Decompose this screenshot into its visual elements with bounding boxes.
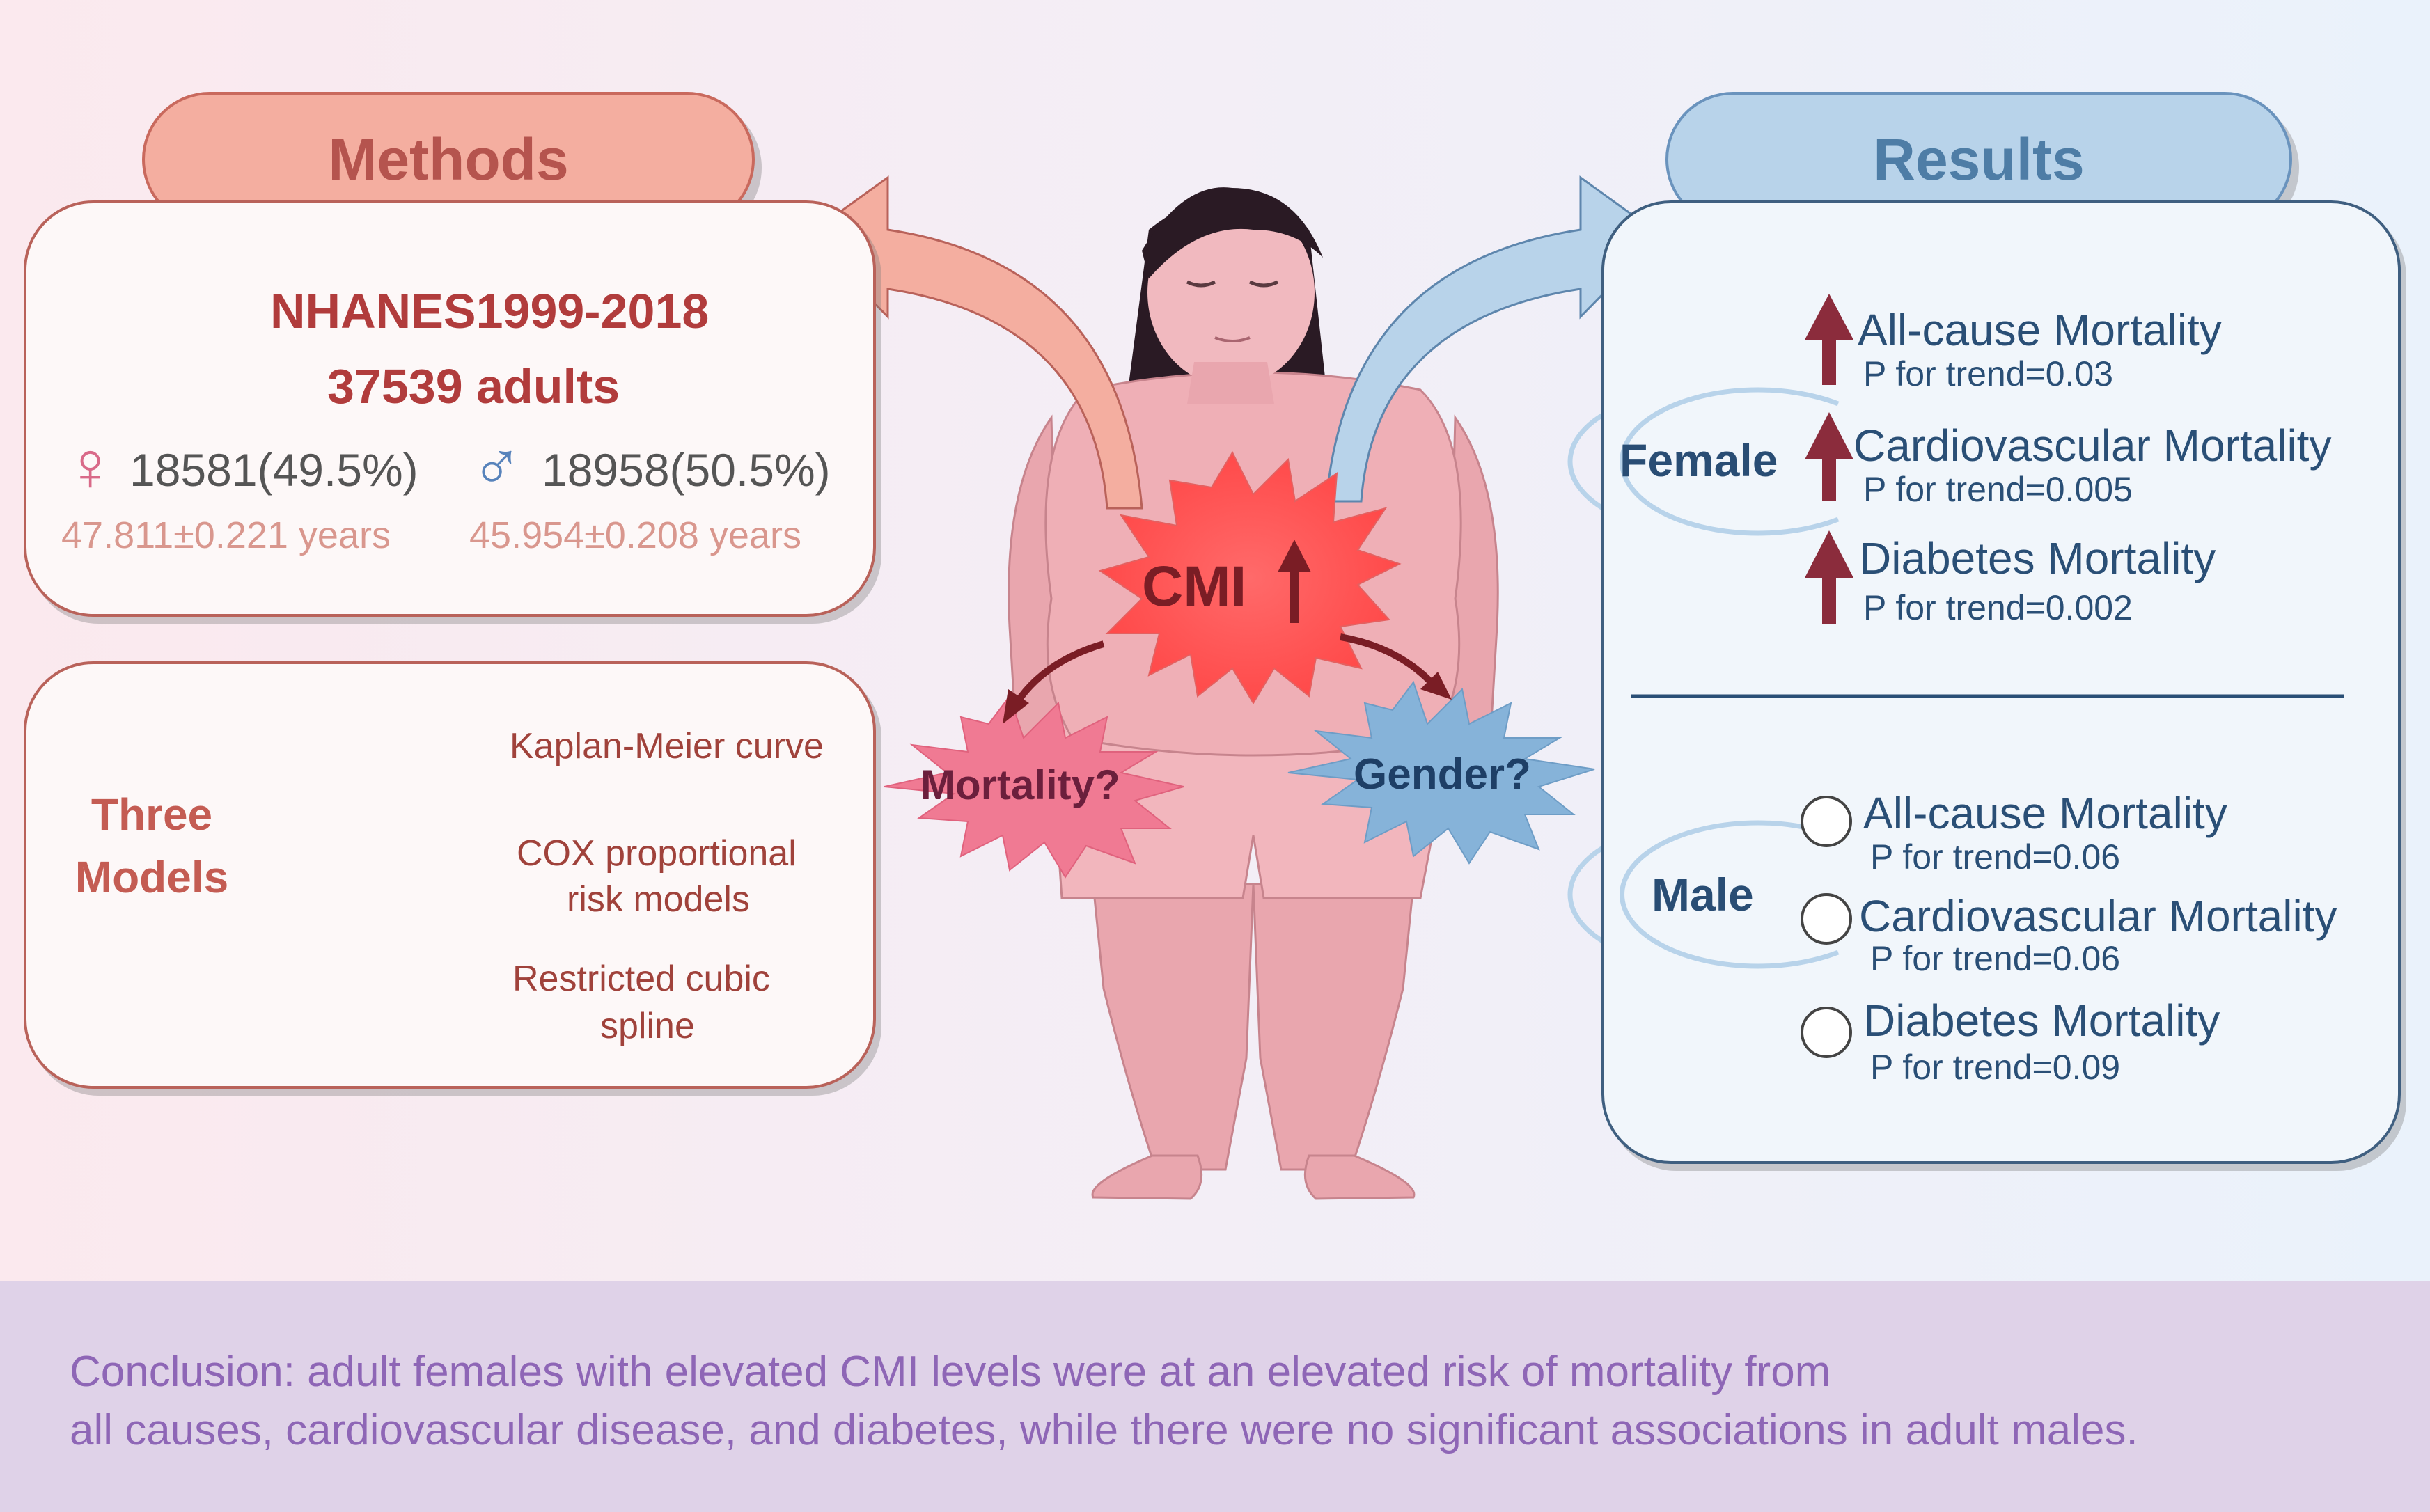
male-indicator-1 [1801, 796, 1852, 847]
female-allcause-title: All-cause Mortality [1858, 305, 2222, 355]
male-age: 45.954±0.208 years [469, 514, 801, 556]
models-label-line2: Models [75, 852, 229, 902]
female-indicator-3 [1805, 530, 1853, 624]
models-label-line1: Three [91, 789, 213, 840]
male-indicator-3 [1801, 1007, 1852, 1058]
gender-starburst [1287, 680, 1595, 865]
results-title: Results [1873, 126, 2085, 192]
results-curved-arrow [1325, 175, 1663, 503]
arrow-to-gender [1340, 633, 1437, 688]
methods-curved-arrow [806, 175, 1143, 510]
female-age: 47.811±0.221 years [61, 514, 391, 556]
model-cox-line2: risk models [567, 879, 750, 920]
female-cardio-title: Cardiovascular Mortality [1853, 420, 2332, 471]
methods-title: Methods [328, 126, 569, 192]
methods-population-box [24, 200, 876, 617]
gender-label: Gender? [1354, 750, 1531, 798]
model-cox-line1: COX proportional [517, 833, 797, 874]
male-symbol-icon: ♂ [471, 427, 523, 505]
right-foot [1303, 1154, 1416, 1200]
female-group-label: Female [1620, 434, 1778, 486]
male-allcause-p: P for trend=0.06 [1870, 837, 2121, 876]
conclusion-line2: all causes, cardiovascular disease, and … [70, 1406, 2138, 1454]
cmi-up-arrow-icon [1278, 540, 1311, 623]
hair-top [1142, 187, 1323, 278]
model-kaplan-meier: Kaplan-Meier curve [510, 726, 824, 766]
female-diabetes-p: P for trend=0.002 [1863, 588, 2133, 627]
female-diabetes-title: Diabetes Mortality [1859, 533, 2216, 583]
female-indicator-2 [1805, 412, 1853, 501]
sample-size: 37539 adults [327, 359, 620, 414]
female-cardio-p: P for trend=0.005 [1863, 470, 2133, 509]
results-box [1601, 200, 2401, 1164]
male-group-label: Male [1652, 869, 1754, 920]
neck [1187, 362, 1274, 404]
male-cardio-title: Cardiovascular Mortality [1859, 891, 2337, 941]
male-diabetes-title: Diabetes Mortality [1863, 995, 2220, 1046]
female-allcause-p: P for trend=0.03 [1863, 354, 2114, 393]
mortality-starburst [884, 694, 1184, 879]
male-indicator-2 [1801, 893, 1852, 945]
face [1147, 198, 1315, 386]
model-spline-line2: spline [600, 1006, 695, 1046]
cmi-label: CMI [1142, 555, 1247, 618]
female-symbol-icon: ♀ [64, 427, 116, 505]
female-indicator-1 [1805, 294, 1853, 385]
dataset-label: NHANES1999-2018 [270, 284, 710, 338]
cmi-starburst [1098, 450, 1402, 704]
male-diabetes-p: P for trend=0.09 [1870, 1048, 2121, 1087]
male-allcause-title: All-cause Mortality [1863, 788, 2227, 838]
male-cardio-p: P for trend=0.06 [1870, 939, 2121, 978]
female-count: 18581(49.5%) [130, 444, 418, 496]
arrow-to-mortality [1013, 640, 1105, 705]
left-foot [1091, 1154, 1203, 1200]
conclusion-band [0, 1281, 2430, 1512]
male-count: 18958(50.5%) [542, 444, 831, 496]
model-spline-line1: Restricted cubic [512, 959, 770, 999]
mortality-label: Mortality? [920, 762, 1120, 808]
conclusion-line1: Conclusion: adult females with elevated … [70, 1348, 1831, 1396]
methods-models-box [24, 661, 876, 1089]
